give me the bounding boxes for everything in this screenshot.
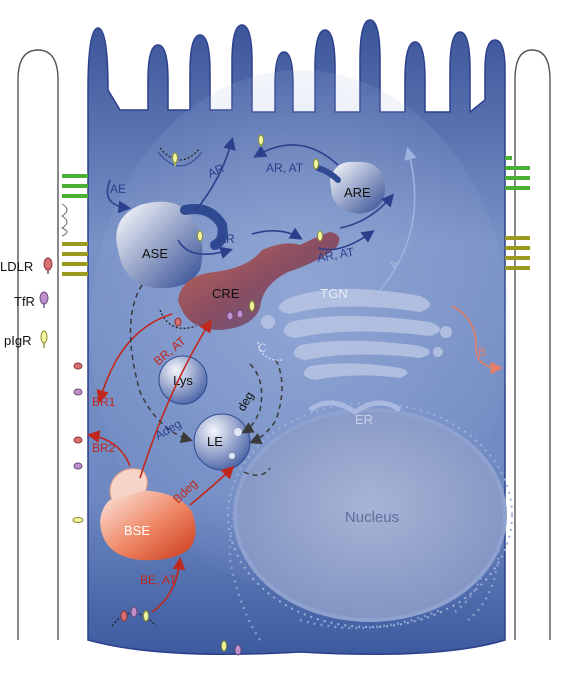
label-er: ER bbox=[355, 412, 373, 427]
label-are: ARE bbox=[344, 185, 371, 200]
label-pathway-b: B bbox=[478, 345, 486, 359]
receptors-in-basal-pit bbox=[120, 606, 149, 622]
trans-golgi-network bbox=[261, 288, 452, 380]
label-pathway-be-at: BE, AT bbox=[140, 573, 177, 587]
label-pathway-br1: BR1 bbox=[92, 395, 116, 409]
neighbor-cell-right-outline bbox=[514, 49, 551, 640]
nucleus bbox=[233, 408, 507, 622]
apical-endocytic-pit bbox=[159, 147, 201, 161]
label-pathway-ar-at-mid: AR, AT bbox=[316, 245, 356, 265]
legend-ldlr-label: LDLR bbox=[0, 259, 33, 274]
basolateral-pathway-arrows bbox=[86, 313, 235, 613]
common-recycling-endosome bbox=[178, 232, 340, 330]
label-ase: ASE bbox=[142, 246, 168, 261]
apical-pathway-arrows bbox=[106, 136, 395, 259]
label-lys: Lys bbox=[173, 373, 193, 388]
label-nucleus: Nucleus bbox=[345, 509, 399, 526]
tfr-icon bbox=[39, 291, 49, 308]
tgn-pit bbox=[257, 341, 283, 361]
receptors-basal-surface bbox=[221, 640, 242, 656]
label-pathway-br2: BR2 bbox=[92, 441, 116, 455]
apical-recycling-endosome bbox=[330, 161, 385, 214]
label-cre: CRE bbox=[212, 286, 240, 301]
cre-budding-pit bbox=[159, 309, 197, 330]
legend-tfr-label: TfR bbox=[14, 294, 35, 309]
label-bse: BSE bbox=[124, 523, 150, 538]
neighbor-cell-left-outline bbox=[17, 49, 59, 640]
legend-pigr-label: pIgR bbox=[4, 333, 31, 348]
tight-junction-left bbox=[62, 174, 88, 198]
pigr-icon bbox=[40, 330, 48, 348]
receptor-legend: LDLR TfR pIgR bbox=[0, 257, 53, 348]
ldlr-icon bbox=[43, 257, 53, 274]
label-pathway-c: C bbox=[258, 341, 267, 355]
label-pathway-ar-mid: AR bbox=[218, 232, 235, 246]
apical-sorting-endosome bbox=[116, 201, 203, 289]
lysosome bbox=[158, 355, 208, 405]
lateral-receptors bbox=[72, 362, 84, 523]
er-cisterna bbox=[308, 400, 402, 416]
label-pathway-ar-at-top: AR, AT bbox=[266, 161, 304, 175]
degradative-pathway-arrows bbox=[129, 284, 283, 476]
pigr-receptor-apical bbox=[172, 152, 178, 166]
lateral-membrane-bumps-left bbox=[60, 203, 68, 237]
label-le: LE bbox=[207, 434, 223, 449]
adherens-junction-left bbox=[62, 242, 88, 276]
label-pathway-ar-top: AR bbox=[205, 161, 226, 181]
pathway-b-arrow bbox=[451, 305, 504, 375]
adherens-junction-right bbox=[505, 236, 530, 270]
label-tgn: TGN bbox=[320, 286, 347, 301]
tight-junction-right bbox=[505, 156, 530, 190]
pathway-a-arrow bbox=[379, 146, 417, 291]
basolateral-sorting-endosome bbox=[100, 490, 196, 561]
label-pathway-ae: AE bbox=[110, 182, 126, 196]
receptors-cre bbox=[174, 158, 323, 327]
